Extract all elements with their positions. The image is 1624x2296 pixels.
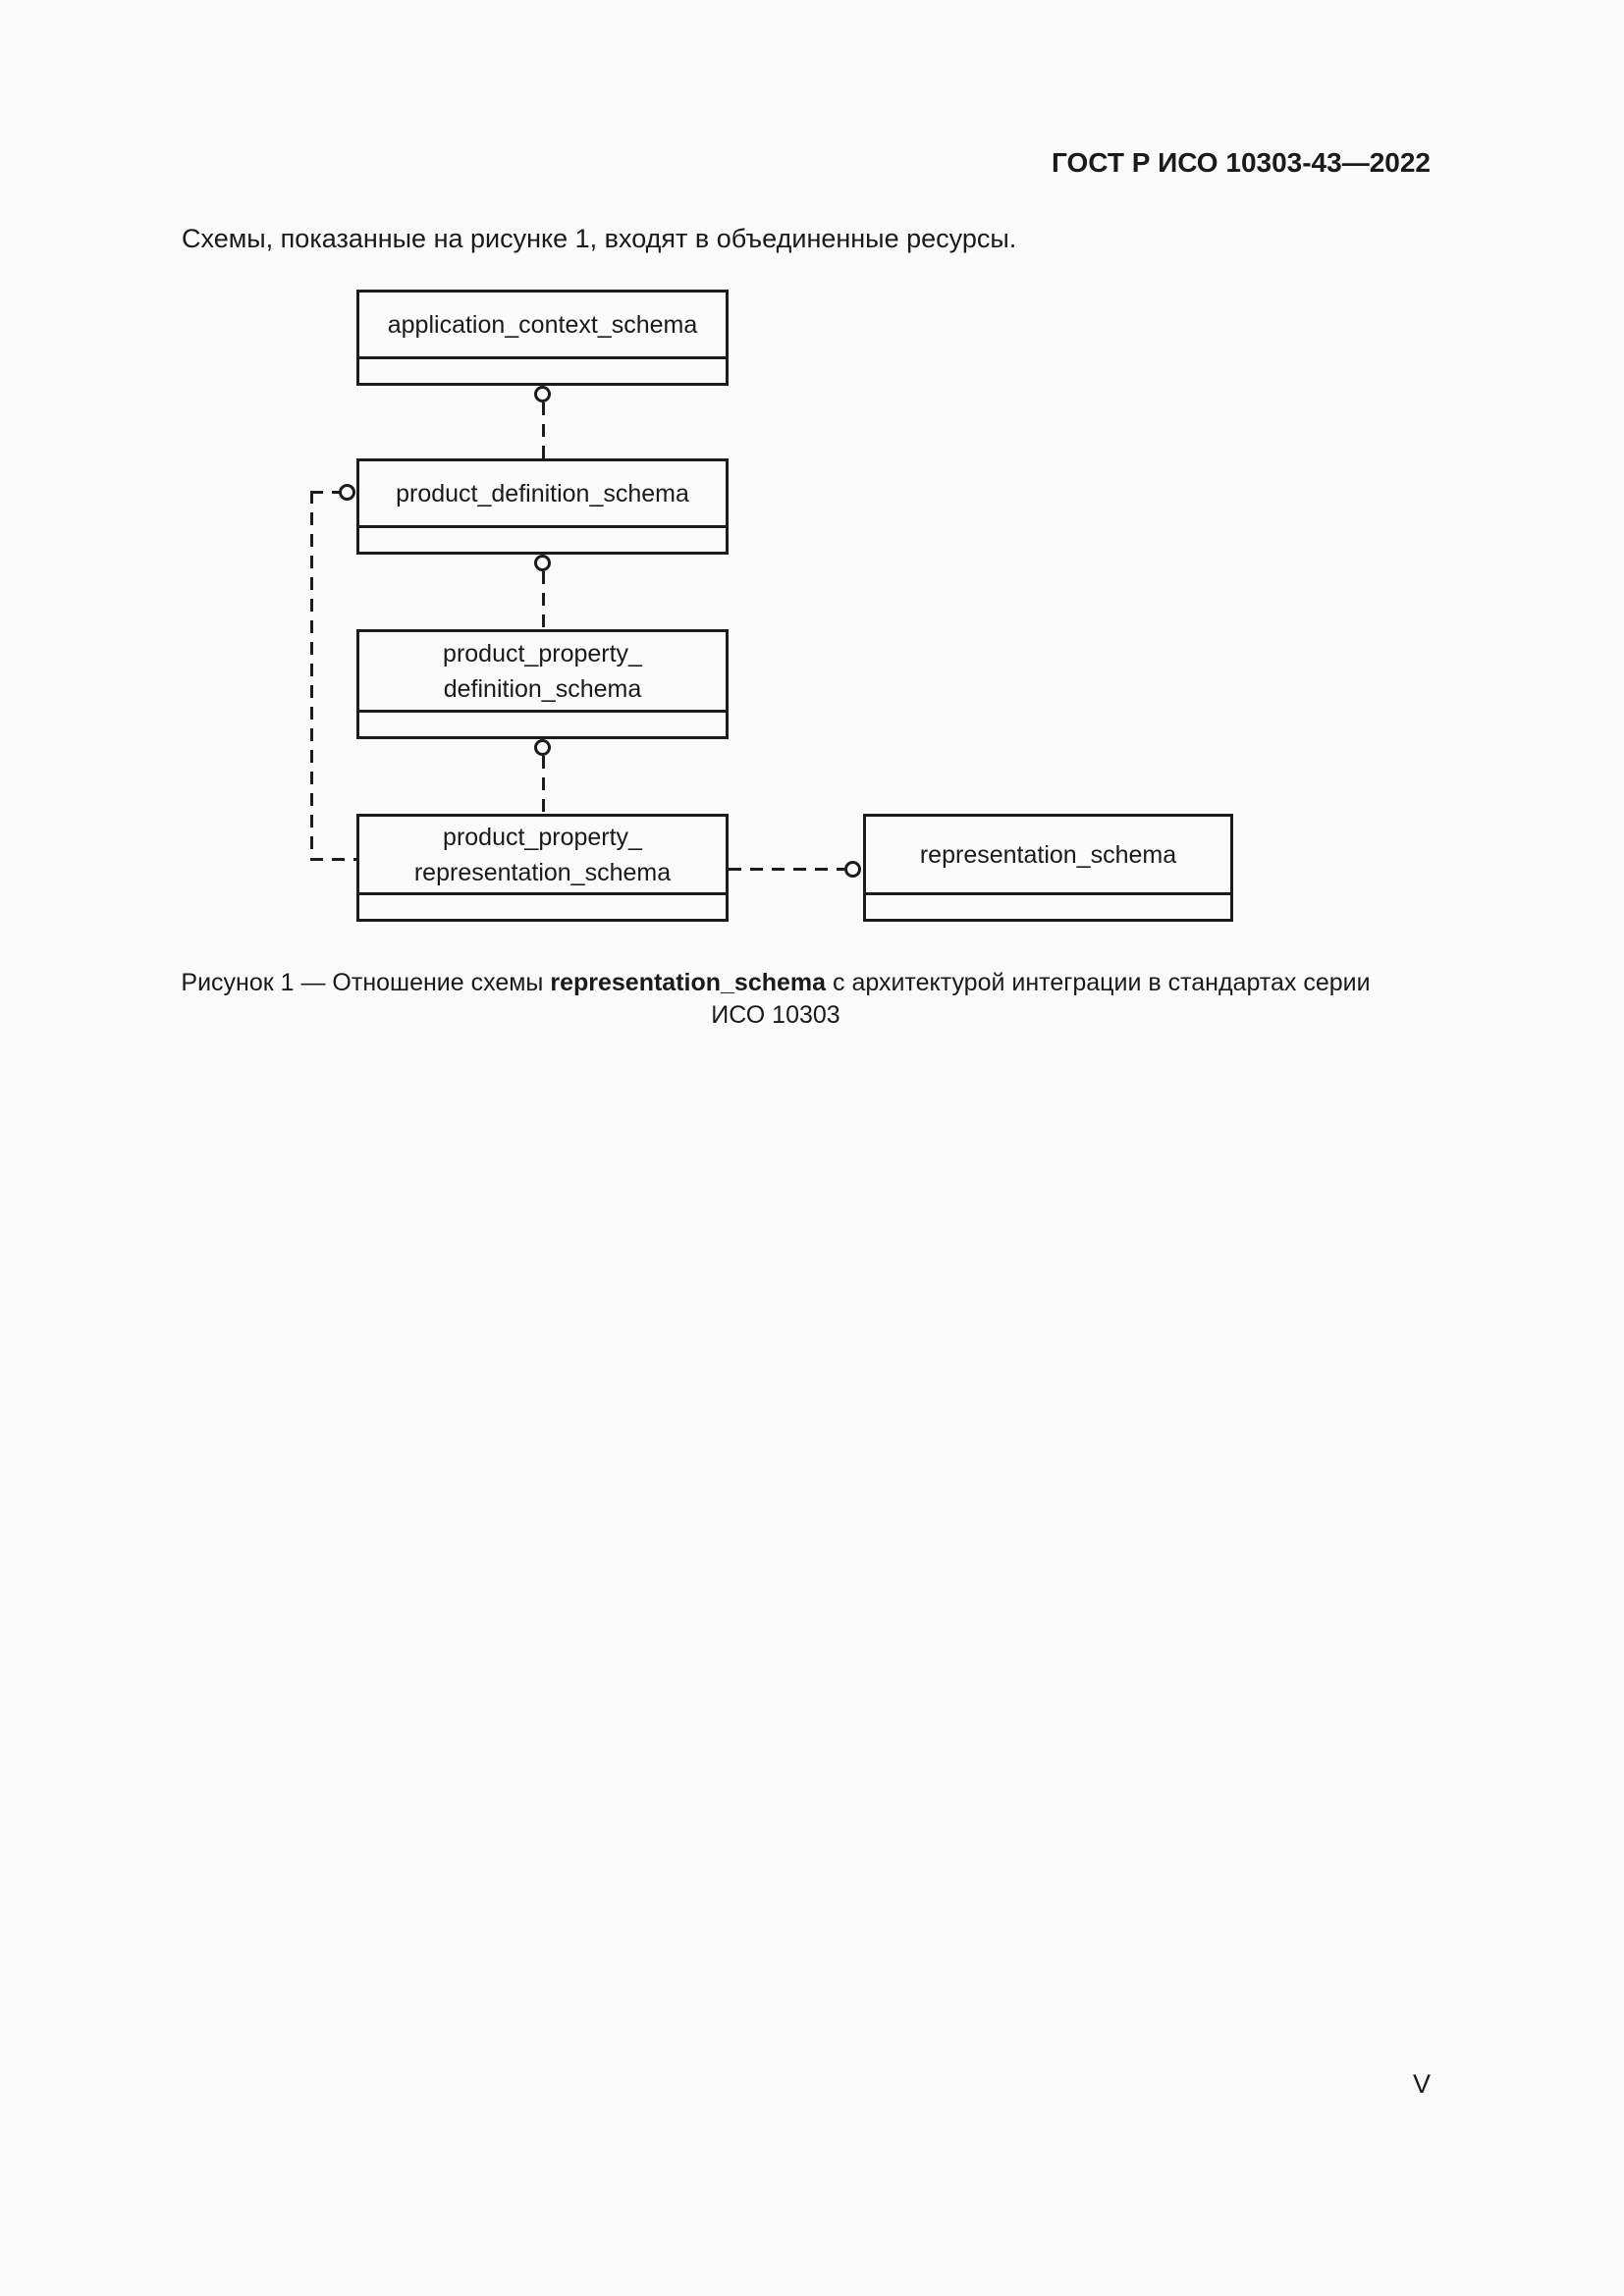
- schema-box-title-compartment: application_context_schema: [359, 293, 726, 356]
- open-circle-icon: [534, 555, 551, 571]
- schema-box-representation-schema: representation_schema: [863, 814, 1233, 922]
- schema-box-empty-compartment: [359, 525, 726, 552]
- dashed-connector-box3-box4: [542, 756, 545, 814]
- schema-box-label: application_context_schema: [387, 310, 698, 339]
- schema-box-title-compartment: product_property_ representation_schema: [359, 817, 726, 892]
- page-number: V: [1412, 2069, 1431, 2099]
- schema-box-title-compartment: product_property_ definition_schema: [359, 632, 726, 710]
- figure-caption: Рисунок 1 — Отношение схемы representati…: [128, 967, 1424, 1032]
- open-circle-icon: [534, 386, 551, 402]
- schema-box-label-line-1: product_property_: [443, 823, 642, 851]
- schema-box-title-compartment: representation_schema: [866, 817, 1230, 892]
- open-circle-icon: [844, 861, 861, 878]
- schema-box-product-definition-schema: product_definition_schema: [356, 458, 729, 555]
- schema-box-label-line-2: representation_schema: [413, 858, 672, 886]
- caption-bold-schema-name: representation_schema: [550, 969, 827, 996]
- dashed-connector-left-vertical: [310, 491, 313, 861]
- schema-box-empty-compartment: [359, 356, 726, 383]
- figure-caption-line-1: Рисунок 1 — Отношение схемы representati…: [128, 967, 1424, 999]
- dashed-connector-left-elbow-bottom: [310, 858, 356, 861]
- open-circle-icon: [339, 484, 355, 501]
- dashed-connector-box2-box3: [542, 571, 545, 629]
- caption-suffix: с архитектурой интеграции в стандартах с…: [826, 969, 1371, 996]
- caption-prefix: Рисунок 1 — Отношение схемы: [181, 969, 551, 996]
- document-header: ГОСТ Р ИСО 10303-43—2022: [1052, 147, 1431, 178]
- schema-box-product-property-representation-schema: product_property_ representation_schema: [356, 814, 729, 922]
- figure-caption-line-2: ИСО 10303: [711, 1001, 840, 1029]
- schema-box-label-line-2: definition_schema: [443, 674, 642, 703]
- schema-box-empty-compartment: [359, 710, 726, 736]
- schema-box-title-compartment: product_definition_schema: [359, 461, 726, 525]
- schema-box-label: product_definition_schema: [396, 479, 689, 507]
- dashed-connector-box1-box2: [542, 402, 545, 458]
- open-circle-icon: [534, 739, 551, 756]
- schema-box-product-property-definition-schema: product_property_ definition_schema: [356, 629, 729, 739]
- schema-box-empty-compartment: [866, 892, 1230, 919]
- schema-box-empty-compartment: [359, 892, 726, 919]
- schema-box-application-context-schema: application_context_schema: [356, 290, 729, 386]
- schema-box-label: representation_schema: [919, 840, 1177, 869]
- dashed-connector-box4-box5: [729, 868, 844, 871]
- schema-box-label-line-1: product_property_: [443, 639, 642, 667]
- intro-paragraph: Схемы, показанные на рисунке 1, входят в…: [182, 224, 1017, 253]
- dashed-connector-left-elbow-top: [310, 491, 341, 494]
